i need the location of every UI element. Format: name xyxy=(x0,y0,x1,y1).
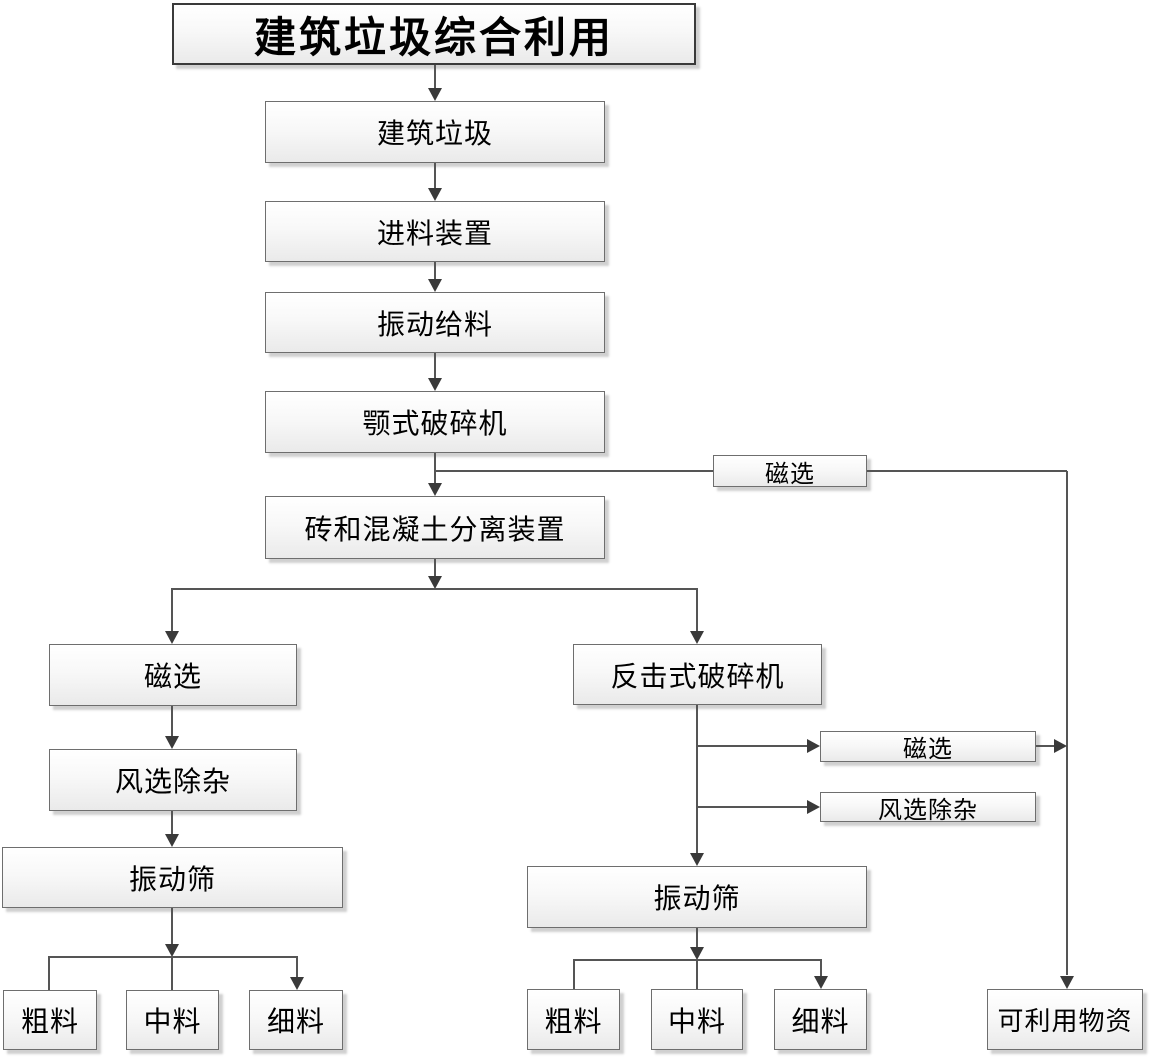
node-medium-material-right: 中料 xyxy=(651,989,743,1050)
connector-right-rail xyxy=(1066,471,1068,975)
connector-title-to-waste xyxy=(434,65,436,89)
arrowhead-down-icon xyxy=(165,944,179,957)
node-construction-waste: 建筑垃圾 xyxy=(265,101,605,163)
connector-impact-to-magnetic-right xyxy=(698,745,808,747)
node-usable-materials: 可利用物资 xyxy=(987,989,1143,1050)
arrowhead-down-icon xyxy=(165,834,179,847)
arrowhead-right-icon xyxy=(807,739,820,753)
arrowhead-down-icon xyxy=(428,188,442,201)
connector-separator-down xyxy=(434,559,436,577)
connector-screen-right-down xyxy=(696,928,698,948)
arrowhead-down-icon xyxy=(814,976,828,989)
connector-impact-to-air-right xyxy=(698,806,808,808)
arrowhead-down-icon xyxy=(428,483,442,496)
connector-to-medium-left xyxy=(171,956,173,990)
arrowhead-down-icon xyxy=(428,576,442,589)
arrowhead-down-icon xyxy=(690,853,704,866)
arrowhead-down-icon xyxy=(428,279,442,292)
node-magnetic-separation-right: 磁选 xyxy=(820,731,1036,763)
arrowhead-down-icon xyxy=(690,631,704,644)
node-vibrating-screen-left: 振动筛 xyxy=(2,847,343,908)
connector-split-to-impact-crusher xyxy=(696,588,698,631)
node-coarse-material-right: 粗料 xyxy=(527,989,620,1050)
node-medium-material-left: 中料 xyxy=(126,990,219,1050)
node-fine-material-left: 细料 xyxy=(249,990,343,1050)
connector-to-fine-left xyxy=(296,956,298,977)
arrowhead-right-icon xyxy=(807,800,820,814)
arrowhead-down-icon xyxy=(290,977,304,990)
arrowhead-down-icon xyxy=(165,631,179,644)
connector-magnetic-right-to-rail xyxy=(1036,745,1055,747)
arrowhead-down-icon xyxy=(690,947,704,960)
arrowhead-right-icon xyxy=(1054,739,1067,753)
node-title: 建筑垃圾综合利用 xyxy=(172,3,696,65)
connector-to-medium-right xyxy=(696,959,698,989)
node-vibration-feeding: 振动给料 xyxy=(265,292,605,353)
node-impact-crusher: 反击式破碎机 xyxy=(573,644,822,705)
connector-magnetic-top-to-rail xyxy=(867,470,1067,472)
node-fine-material-right: 细料 xyxy=(774,989,867,1050)
arrowhead-down-icon xyxy=(428,378,442,391)
connector-air-to-screen-left xyxy=(171,811,173,834)
connector-screen-left-down xyxy=(171,908,173,944)
arrowhead-down-icon xyxy=(428,88,442,101)
connector-magnetic-to-air-left xyxy=(171,706,173,736)
node-coarse-material-left: 粗料 xyxy=(3,990,97,1050)
node-air-cleaning-left: 风选除杂 xyxy=(49,749,297,811)
node-magnetic-separation-top: 磁选 xyxy=(713,455,867,488)
connector-to-coarse-left xyxy=(48,956,50,990)
connector-split-bar xyxy=(171,588,698,590)
arrowhead-down-icon xyxy=(1060,976,1074,989)
connector-to-coarse-right xyxy=(573,959,575,989)
node-vibrating-screen-right: 振动筛 xyxy=(527,866,867,928)
node-brick-concrete-separator: 砖和混凝土分离装置 xyxy=(265,496,605,559)
connector-vibration-to-jaw xyxy=(434,353,436,379)
node-feeding-device: 进料装置 xyxy=(265,201,605,262)
connector-jaw-to-separator xyxy=(434,453,436,484)
connector-impact-to-screen-right xyxy=(696,705,698,853)
connector-jaw-to-magnetic-top xyxy=(435,470,713,472)
connector-waste-to-feeding xyxy=(434,163,436,189)
node-jaw-crusher: 颚式破碎机 xyxy=(265,391,605,453)
arrowhead-down-icon xyxy=(165,736,179,749)
node-air-cleaning-right: 风选除杂 xyxy=(820,792,1036,824)
connector-split-to-magnetic-left xyxy=(171,588,173,631)
connector-to-fine-right xyxy=(820,959,822,977)
node-magnetic-separation-left: 磁选 xyxy=(49,644,297,706)
connector-left-output-bar xyxy=(48,956,298,958)
connector-feeding-to-vibration xyxy=(434,262,436,280)
